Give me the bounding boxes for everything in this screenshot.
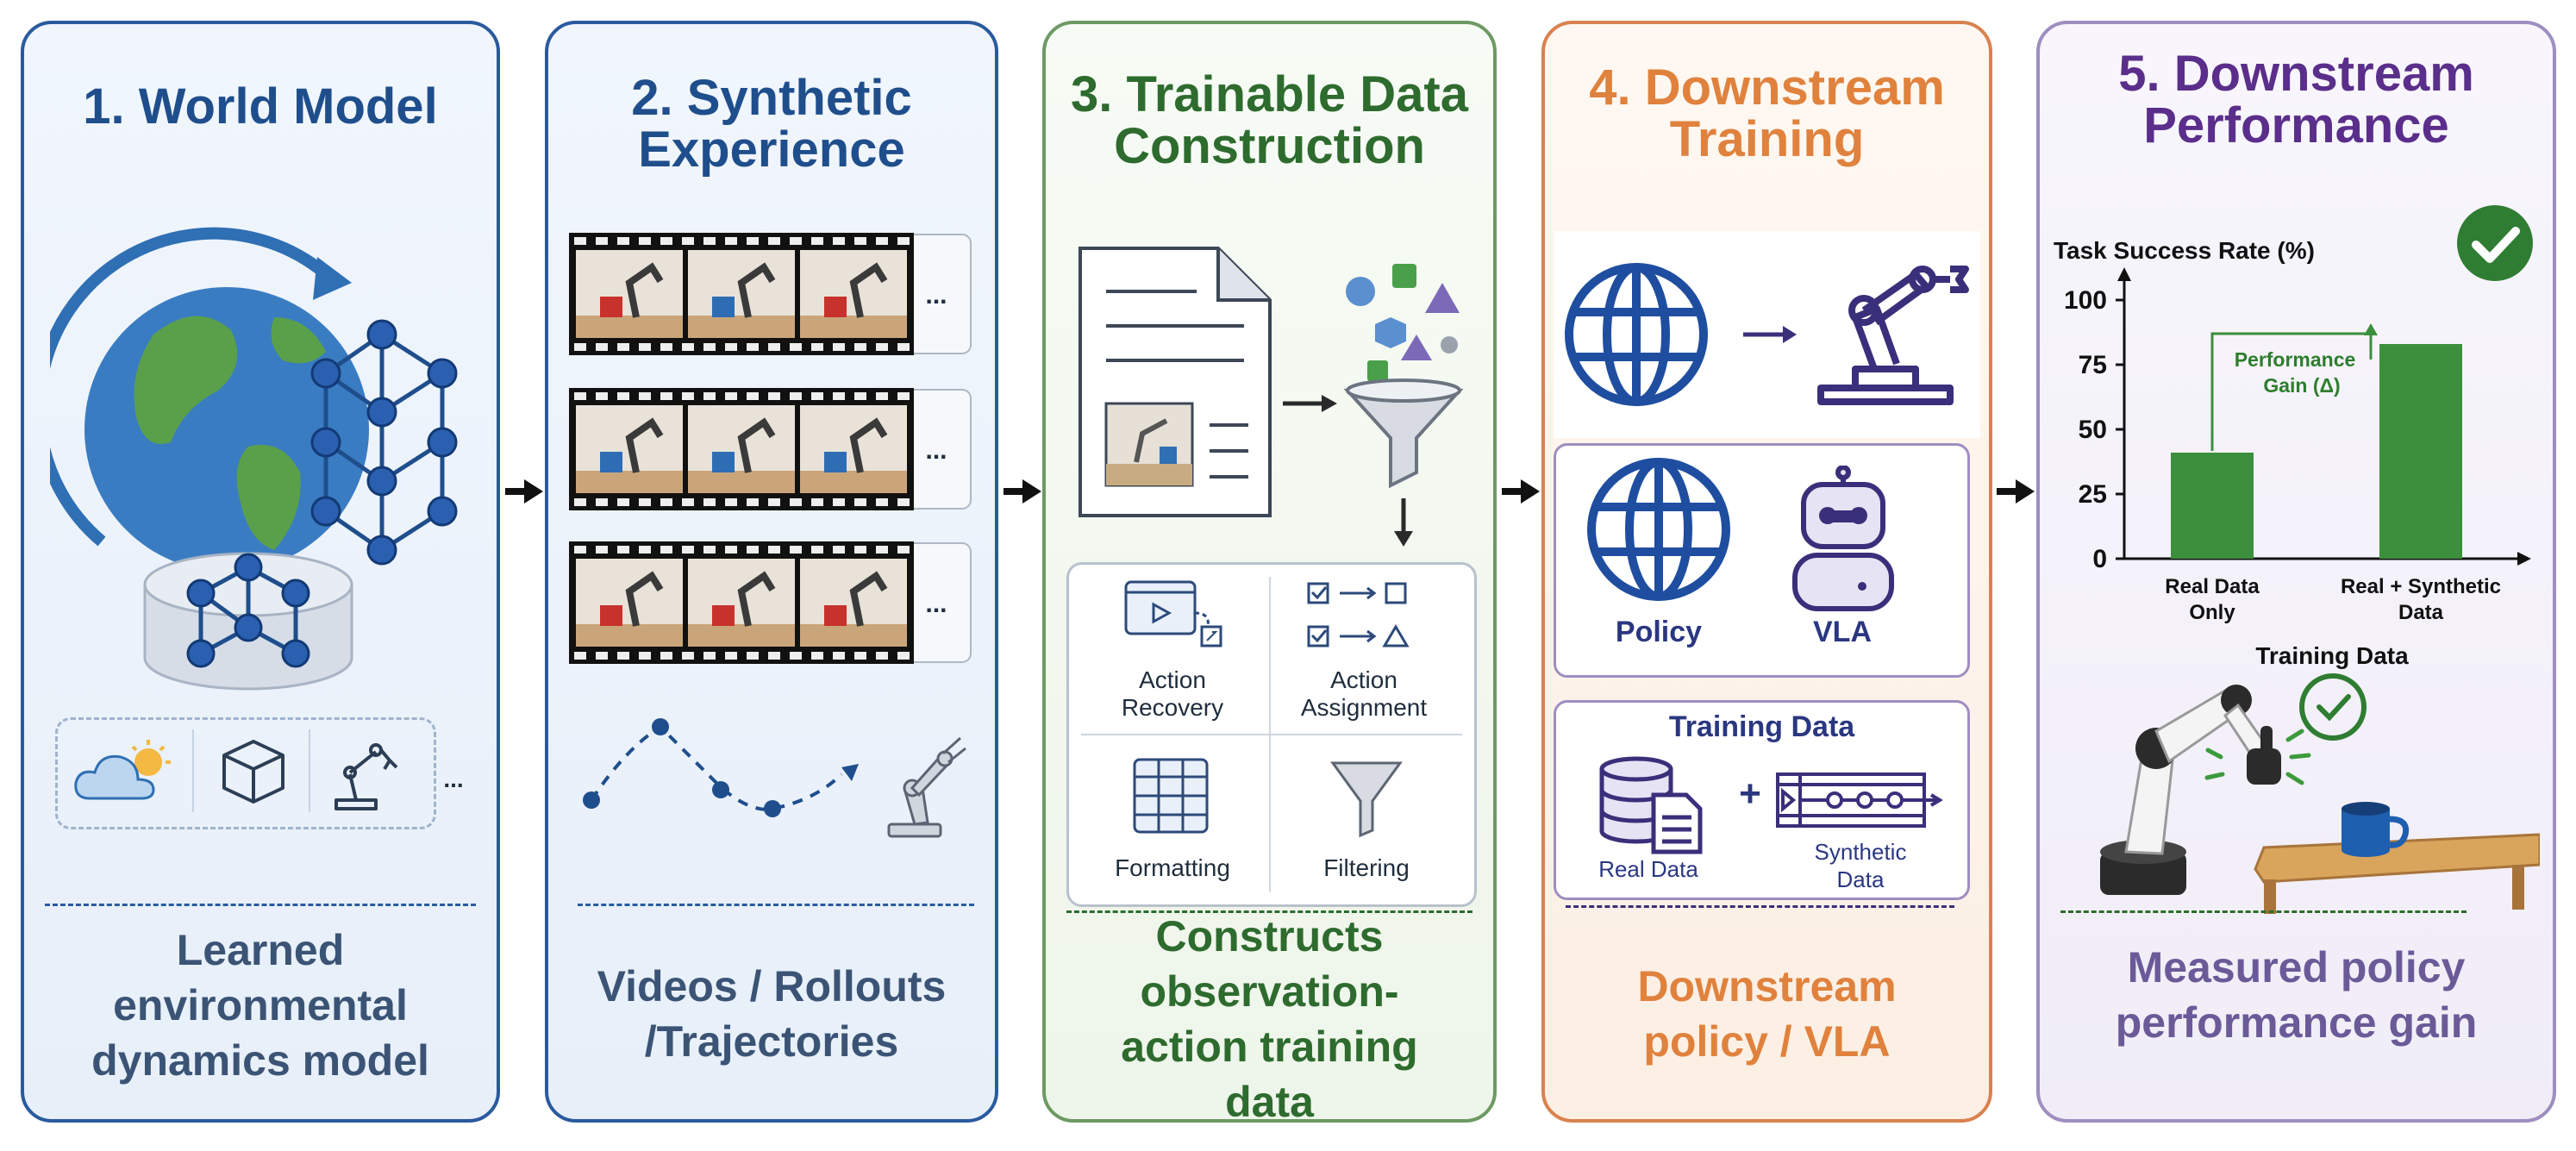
divider	[1081, 734, 1462, 735]
robot-thumbs-up-illustration	[2100, 673, 2540, 914]
robot-arm-icon	[335, 743, 398, 810]
panel-title: 2. Synthetic Experience	[631, 70, 912, 178]
arrow-right-icon	[1502, 479, 1540, 504]
divider	[192, 729, 194, 812]
panel-subtitle: Measured policy performance gain	[2115, 943, 2478, 1047]
x-axis-label: Training Data	[2255, 642, 2409, 669]
panel-subtitle: Constructs observation-action training d…	[1121, 912, 1418, 1123]
video-filmstrip: ...	[569, 541, 972, 664]
processing-steps-box: Action Recovery Action Assignment Format…	[1066, 562, 1477, 907]
y-tick-label: 75	[2079, 351, 2107, 379]
panel-title: 3. Trainable Data Construction	[1071, 66, 1468, 174]
panel-world-model: 1. World Model	[21, 21, 500, 1123]
section-divider	[2060, 910, 2467, 913]
video-play-icon	[1124, 580, 1222, 647]
label-vla: VLA	[1813, 616, 1872, 648]
plus-sign: +	[1739, 773, 1761, 815]
more-ellipsis: ...	[443, 766, 464, 792]
bar	[2171, 453, 2254, 559]
panel-trainable-data-construction: 3. Trainable Data Construction	[1042, 21, 1497, 1123]
divider	[309, 729, 310, 812]
svg-text:...: ...	[925, 281, 947, 310]
y-axis-label: Task Success Rate (%)	[2054, 237, 2315, 264]
robot-arm-icon	[1817, 266, 1969, 405]
section-divider	[1566, 905, 1954, 908]
document-to-funnel-illustration	[1079, 247, 1464, 547]
trajectory-icon	[583, 718, 966, 838]
x-axis-arrowhead	[2517, 552, 2531, 566]
y-tick-label: 0	[2092, 545, 2107, 573]
label-policy: Policy	[1615, 616, 1703, 648]
y-tick-label: 100	[2064, 286, 2107, 315]
cube-icon	[222, 740, 284, 804]
panel-title: 1. World Model	[83, 78, 438, 134]
policy-vla-card	[1554, 443, 1970, 678]
table-grid-icon	[1133, 758, 1209, 834]
arrow-right-icon	[1997, 479, 2035, 504]
filter-funnel-icon	[1330, 761, 1403, 838]
synthetic-data-pipeline-icon	[1776, 773, 1943, 828]
video-filmstrip: ...	[569, 388, 972, 510]
environment-icons-row	[55, 717, 436, 829]
globe-icon	[1565, 263, 1708, 406]
panel-synthetic-experience: 2. Synthetic Experience ......... Videos…	[545, 21, 998, 1123]
step-filtering: Filtering	[1323, 854, 1410, 881]
bar	[2379, 344, 2462, 559]
robot-head-icon	[1792, 466, 1894, 611]
panel-subtitle: Videos / Rollouts /Trajectories	[597, 962, 947, 1066]
arrow-right-icon	[505, 479, 543, 504]
weather-icon	[74, 740, 171, 800]
step-formatting: Formatting	[1115, 854, 1230, 881]
checkmark-badge-icon	[2457, 205, 2533, 281]
arrow-right-icon	[1743, 326, 1797, 343]
gain-arrowhead	[2364, 323, 2378, 335]
step-action-assignment: Action Assignment	[1300, 666, 1428, 721]
panel-title: 5. Downstream Performance	[2118, 46, 2474, 153]
gain-bracket	[2210, 332, 2371, 451]
panel-downstream-training: 4. Downstream Training Policy	[1541, 21, 1992, 1123]
checklist-mapping-icon	[1307, 582, 1410, 647]
section-divider	[1066, 910, 1472, 913]
y-axis-arrowhead	[2117, 267, 2131, 281]
y-tick-label: 25	[2079, 480, 2107, 509]
world-model-illustration	[50, 227, 458, 691]
database-icon	[1599, 756, 1703, 854]
step-action-recovery: Action Recovery	[1121, 666, 1224, 721]
y-tick-label: 50	[2079, 416, 2107, 444]
arrow-right-icon	[1004, 479, 1041, 504]
section-divider	[578, 904, 974, 906]
label-synthetic-data: Synthetic Data	[1814, 839, 1907, 892]
video-filmstrip: ...	[569, 233, 972, 355]
training-data-title: Training Data	[1668, 710, 1855, 743]
svg-text:...: ...	[925, 590, 947, 618]
policy-globe-icon	[1587, 458, 1730, 601]
panel-downstream-performance: 5. Downstream Performance Task Success R…	[2036, 21, 2556, 1123]
panel-title: 4. Downstream Training	[1589, 59, 1945, 167]
label-real-data: Real Data	[1598, 856, 1698, 882]
panel-subtitle: Downstream policy / VLA	[1637, 962, 1897, 1066]
section-divider	[45, 904, 476, 906]
panel-subtitle: Learned environmental dynamics model	[91, 926, 429, 1085]
svg-text:...: ...	[925, 436, 947, 465]
